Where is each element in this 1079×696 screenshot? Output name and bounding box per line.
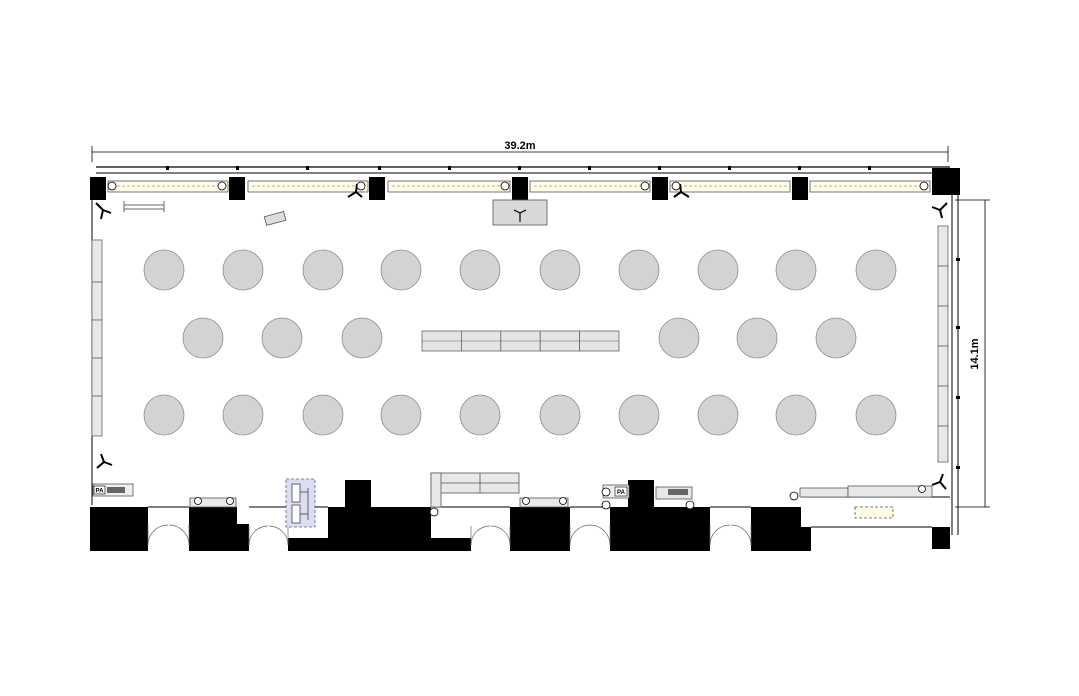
lectern — [263, 211, 287, 226]
round-table — [775, 249, 817, 291]
round-table — [618, 249, 660, 291]
buffet-counter — [430, 472, 520, 508]
round-table — [341, 317, 383, 359]
small-fixture-icons — [194, 485, 926, 517]
round-table — [380, 249, 422, 291]
round-table — [815, 317, 857, 359]
round-table — [539, 249, 581, 291]
width-dimension: 39.2m — [91, 140, 949, 162]
left-wall-bench — [91, 239, 103, 437]
round-table — [143, 394, 185, 436]
round-table — [222, 394, 264, 436]
ceiling-fan-icons — [95, 183, 948, 490]
round-table — [697, 249, 739, 291]
round-table — [302, 249, 344, 291]
coat-rack — [123, 201, 165, 212]
round-table — [618, 394, 660, 436]
stage — [492, 199, 548, 226]
light-fitting-icons — [107, 181, 929, 191]
pa-left: PA — [92, 483, 134, 497]
pa-right: PA — [602, 484, 688, 499]
round-table — [855, 249, 897, 291]
round-table — [459, 394, 501, 436]
right-wall-bench — [937, 225, 949, 463]
equipment-rack — [285, 478, 316, 528]
fan-icon — [96, 453, 113, 469]
pa-right-label: PA — [617, 490, 626, 496]
depth-dimension: 14.1m — [955, 199, 990, 508]
round-table — [775, 394, 817, 436]
center-long-table — [421, 330, 620, 352]
fan-icon — [95, 202, 112, 220]
door-swings — [147, 524, 752, 546]
round-table — [261, 317, 303, 359]
round-table — [302, 394, 344, 436]
fan-icon — [931, 473, 947, 490]
walls — [91, 166, 960, 535]
round-table — [697, 394, 739, 436]
round-table — [539, 394, 581, 436]
service-blocks — [90, 480, 950, 551]
round-table — [143, 249, 185, 291]
columns — [90, 168, 960, 200]
round-table — [182, 317, 224, 359]
round-table — [855, 394, 897, 436]
depth-label: 14.1m — [969, 338, 981, 369]
round-table — [459, 249, 501, 291]
window-ledges — [107, 180, 931, 193]
fan-icon — [931, 202, 948, 219]
round-tables — [143, 249, 897, 436]
round-table — [222, 249, 264, 291]
width-label: 39.2m — [504, 140, 535, 152]
round-table — [658, 317, 700, 359]
round-table — [380, 394, 422, 436]
round-table — [736, 317, 778, 359]
pa-left-label: PA — [96, 489, 105, 495]
